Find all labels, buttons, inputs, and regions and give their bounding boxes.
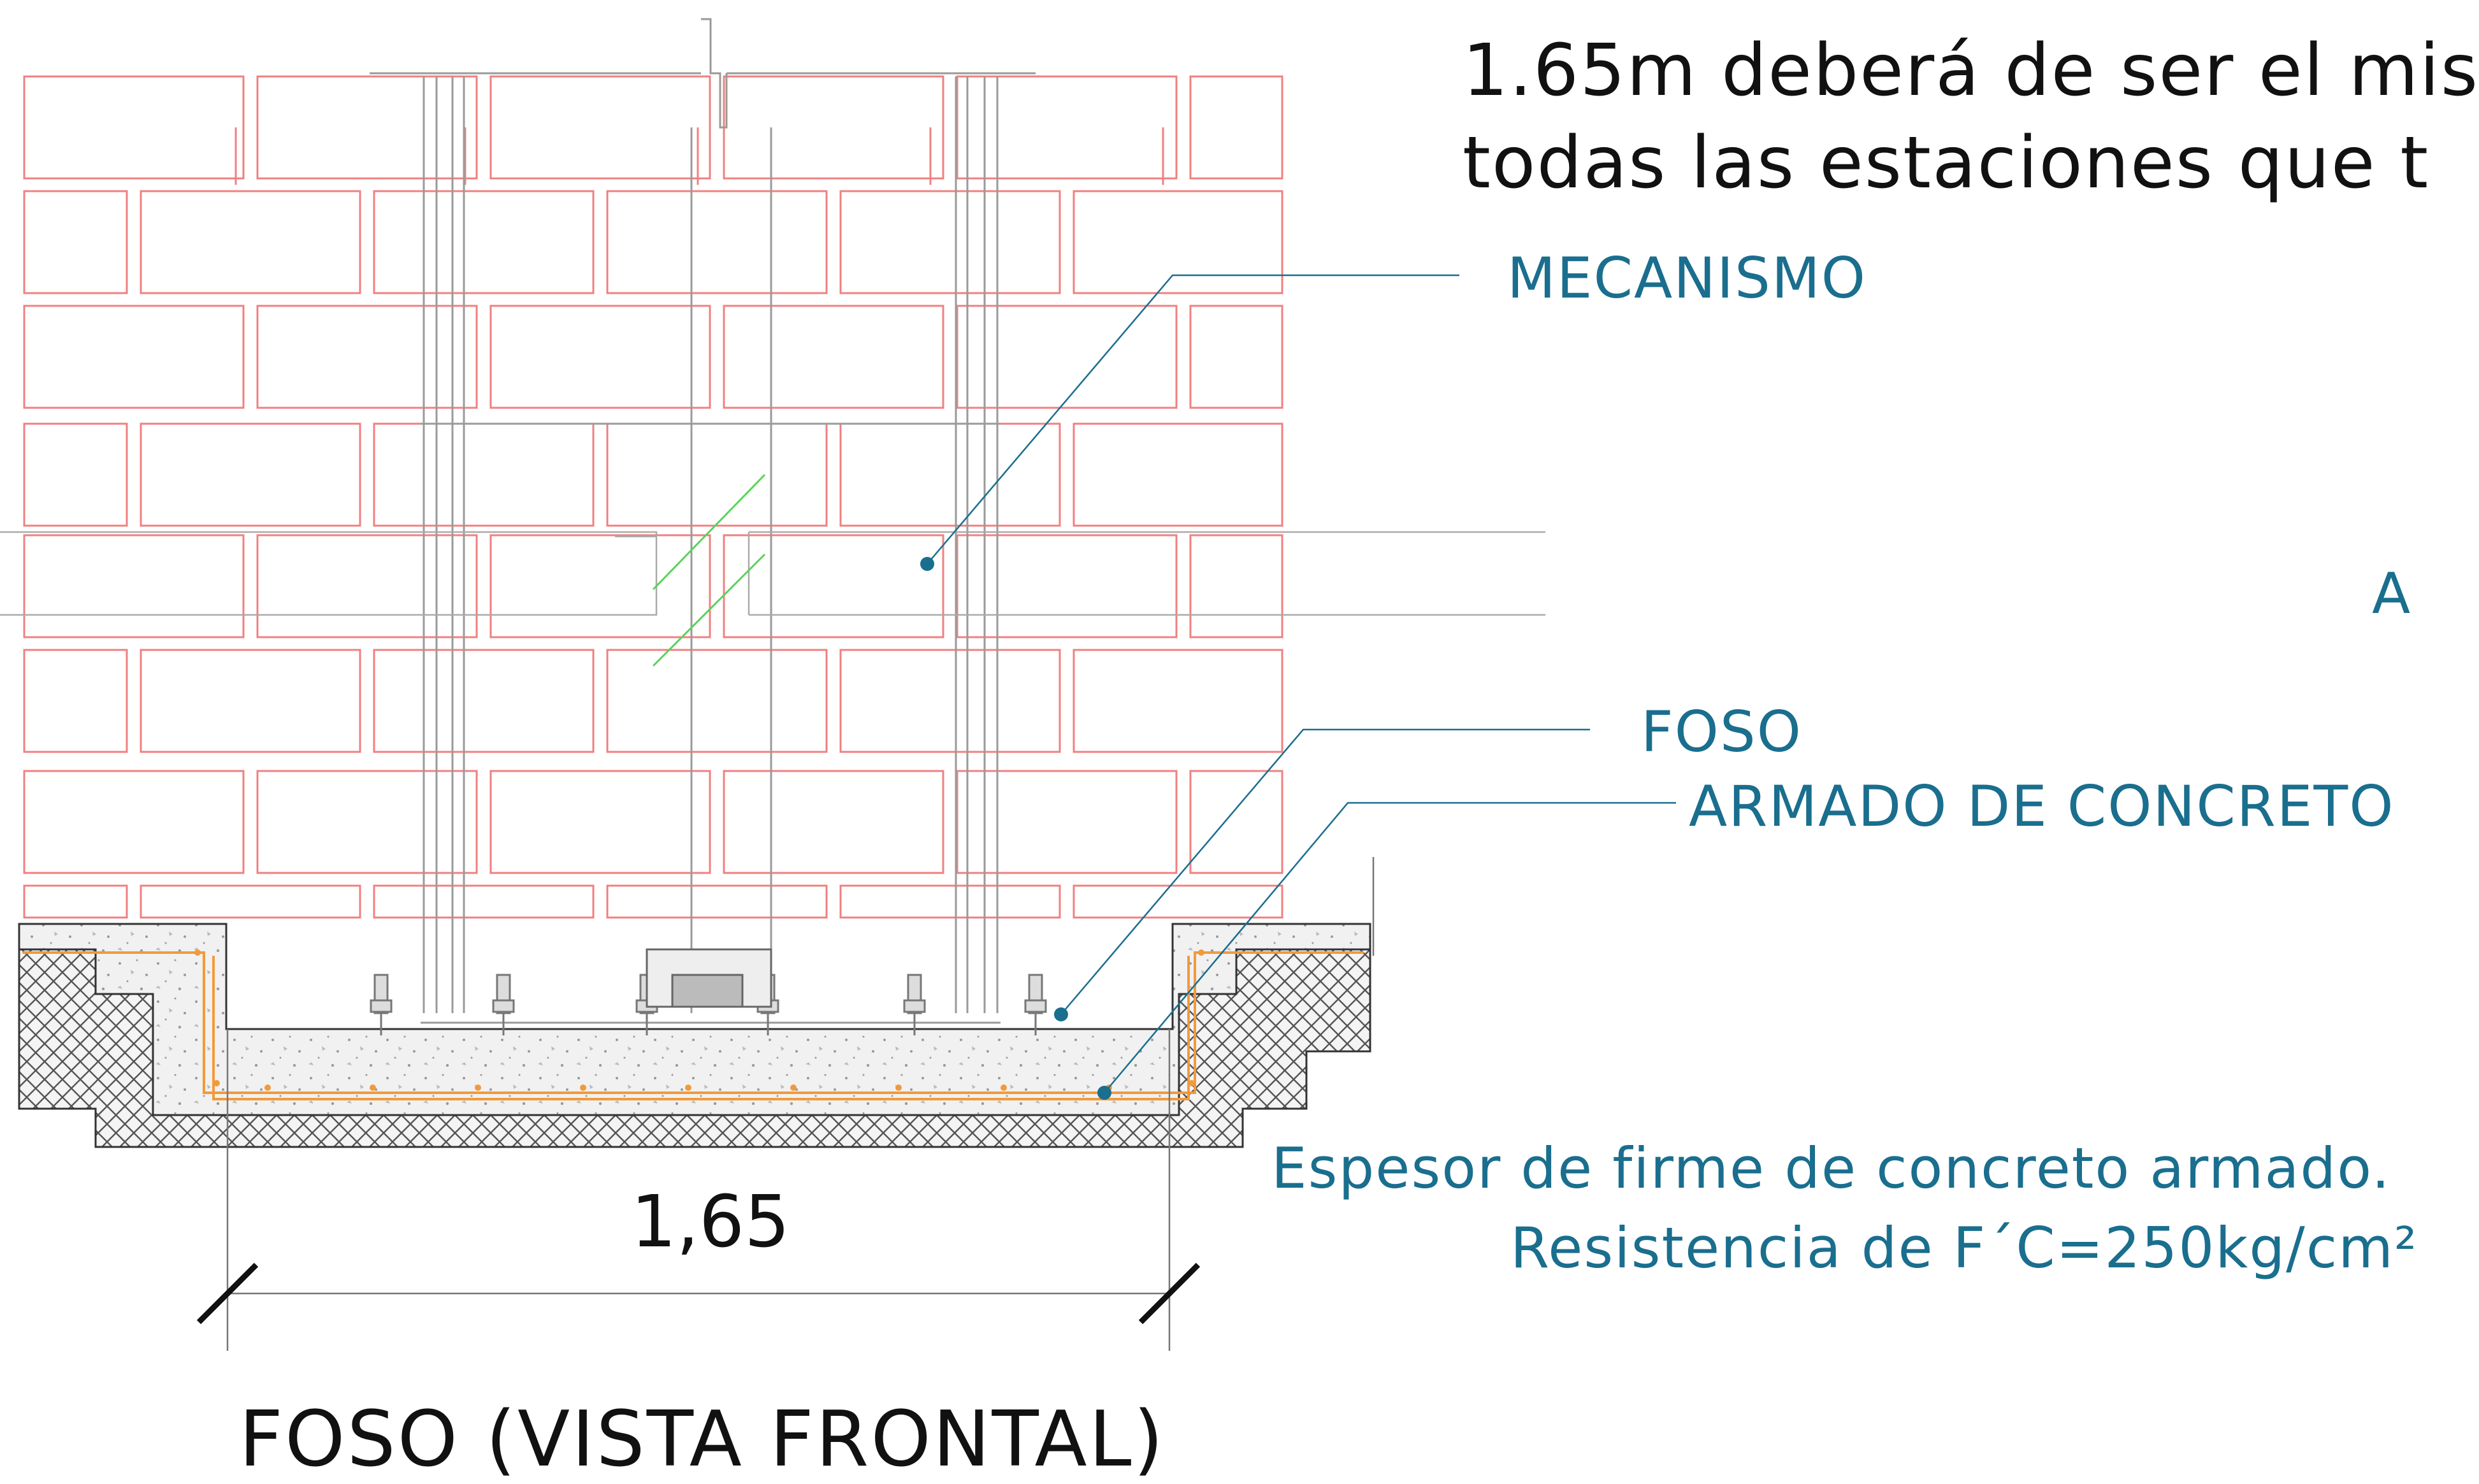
brick xyxy=(23,534,245,638)
rebar-dot xyxy=(1001,1084,1007,1091)
brick xyxy=(606,422,828,527)
mecanismo-pointer xyxy=(920,557,934,571)
brick xyxy=(723,305,944,409)
note-line-2: todas las estaciones que t xyxy=(1463,122,2430,205)
brick xyxy=(1189,534,1283,638)
brick-joints-top xyxy=(235,127,1164,185)
brick xyxy=(723,534,944,638)
brick xyxy=(723,770,944,874)
rebar-dot xyxy=(264,1084,271,1091)
brick xyxy=(373,422,595,527)
brick xyxy=(23,649,128,753)
label-armado: ARMADO DE CONCRETO xyxy=(1689,774,2395,839)
rebar-dot xyxy=(475,1084,481,1091)
brick xyxy=(140,190,361,294)
dimension-ticks xyxy=(196,1262,1201,1325)
brick xyxy=(256,770,478,874)
foso-pointer xyxy=(1054,1007,1068,1021)
brick xyxy=(373,884,595,919)
brick xyxy=(23,884,128,919)
brick xyxy=(256,534,478,638)
brick xyxy=(373,190,595,294)
brick xyxy=(723,75,944,180)
brick xyxy=(373,649,595,753)
center-buffer xyxy=(646,948,772,1008)
brick xyxy=(606,884,828,919)
brick xyxy=(1189,75,1283,180)
landing-opening xyxy=(0,531,1545,616)
brick xyxy=(1189,305,1283,409)
elevator-frame xyxy=(370,18,1036,1024)
buffer-anchor xyxy=(903,974,926,1035)
brick xyxy=(956,75,1178,180)
rebar-dot xyxy=(194,949,201,956)
brick xyxy=(140,884,361,919)
brick xyxy=(256,305,478,409)
brick xyxy=(1073,649,1283,753)
brick xyxy=(839,884,1061,919)
brick xyxy=(23,305,245,409)
label-espesor: Espesor de firme de concreto armado. xyxy=(1271,1135,2391,1201)
brick xyxy=(489,770,711,874)
foso-drawing xyxy=(0,18,1676,1351)
brick xyxy=(23,422,128,527)
brick xyxy=(1073,190,1283,294)
label-edge-a: A xyxy=(2372,561,2412,626)
leader-lines xyxy=(927,274,1676,1093)
brick xyxy=(956,534,1178,638)
rebar-dot xyxy=(685,1084,691,1091)
dimension-value: 1,65 xyxy=(631,1181,790,1264)
brick xyxy=(956,305,1178,409)
brick xyxy=(23,75,245,180)
brick xyxy=(489,75,711,180)
rebar-dot xyxy=(1198,949,1204,956)
brick-wall xyxy=(23,75,1283,919)
brick xyxy=(1073,884,1283,919)
pit-concrete-slab xyxy=(18,923,1371,1116)
buffer-anchor xyxy=(1024,974,1047,1035)
brick xyxy=(23,190,128,294)
rebar-dot xyxy=(895,1084,902,1091)
rebar-dot xyxy=(1189,1080,1195,1086)
buffer-anchor xyxy=(370,974,393,1035)
brick xyxy=(839,422,1061,527)
brick xyxy=(489,534,711,638)
label-foso: FOSO xyxy=(1641,699,1803,765)
brick xyxy=(839,649,1061,753)
rebar-dot xyxy=(580,1084,586,1091)
brick xyxy=(23,770,245,874)
drawing-title: FOSO (VISTA FRONTAL) xyxy=(239,1395,1166,1484)
brick xyxy=(956,770,1178,874)
buffer-anchor xyxy=(492,974,515,1035)
brick xyxy=(140,422,361,527)
brick xyxy=(1189,770,1283,874)
brick xyxy=(606,190,828,294)
brick xyxy=(839,190,1061,294)
rebar-dot xyxy=(370,1084,376,1091)
brick xyxy=(256,75,478,180)
brick xyxy=(1073,422,1283,527)
label-resistencia: Resistencia de F´C=250kg/cm² xyxy=(1510,1215,2418,1281)
note-line-1: 1.65m deberá de ser el mis xyxy=(1463,29,2479,112)
rebar-dot xyxy=(213,1080,220,1086)
break-lines xyxy=(652,473,766,667)
leader-dots xyxy=(920,557,1111,1100)
brick xyxy=(606,649,828,753)
label-mecanismo: MECANISMO xyxy=(1507,245,1867,311)
brick xyxy=(140,649,361,753)
armado-pointer xyxy=(1097,1086,1111,1100)
brick xyxy=(489,305,711,409)
rebar-dot xyxy=(790,1084,797,1091)
